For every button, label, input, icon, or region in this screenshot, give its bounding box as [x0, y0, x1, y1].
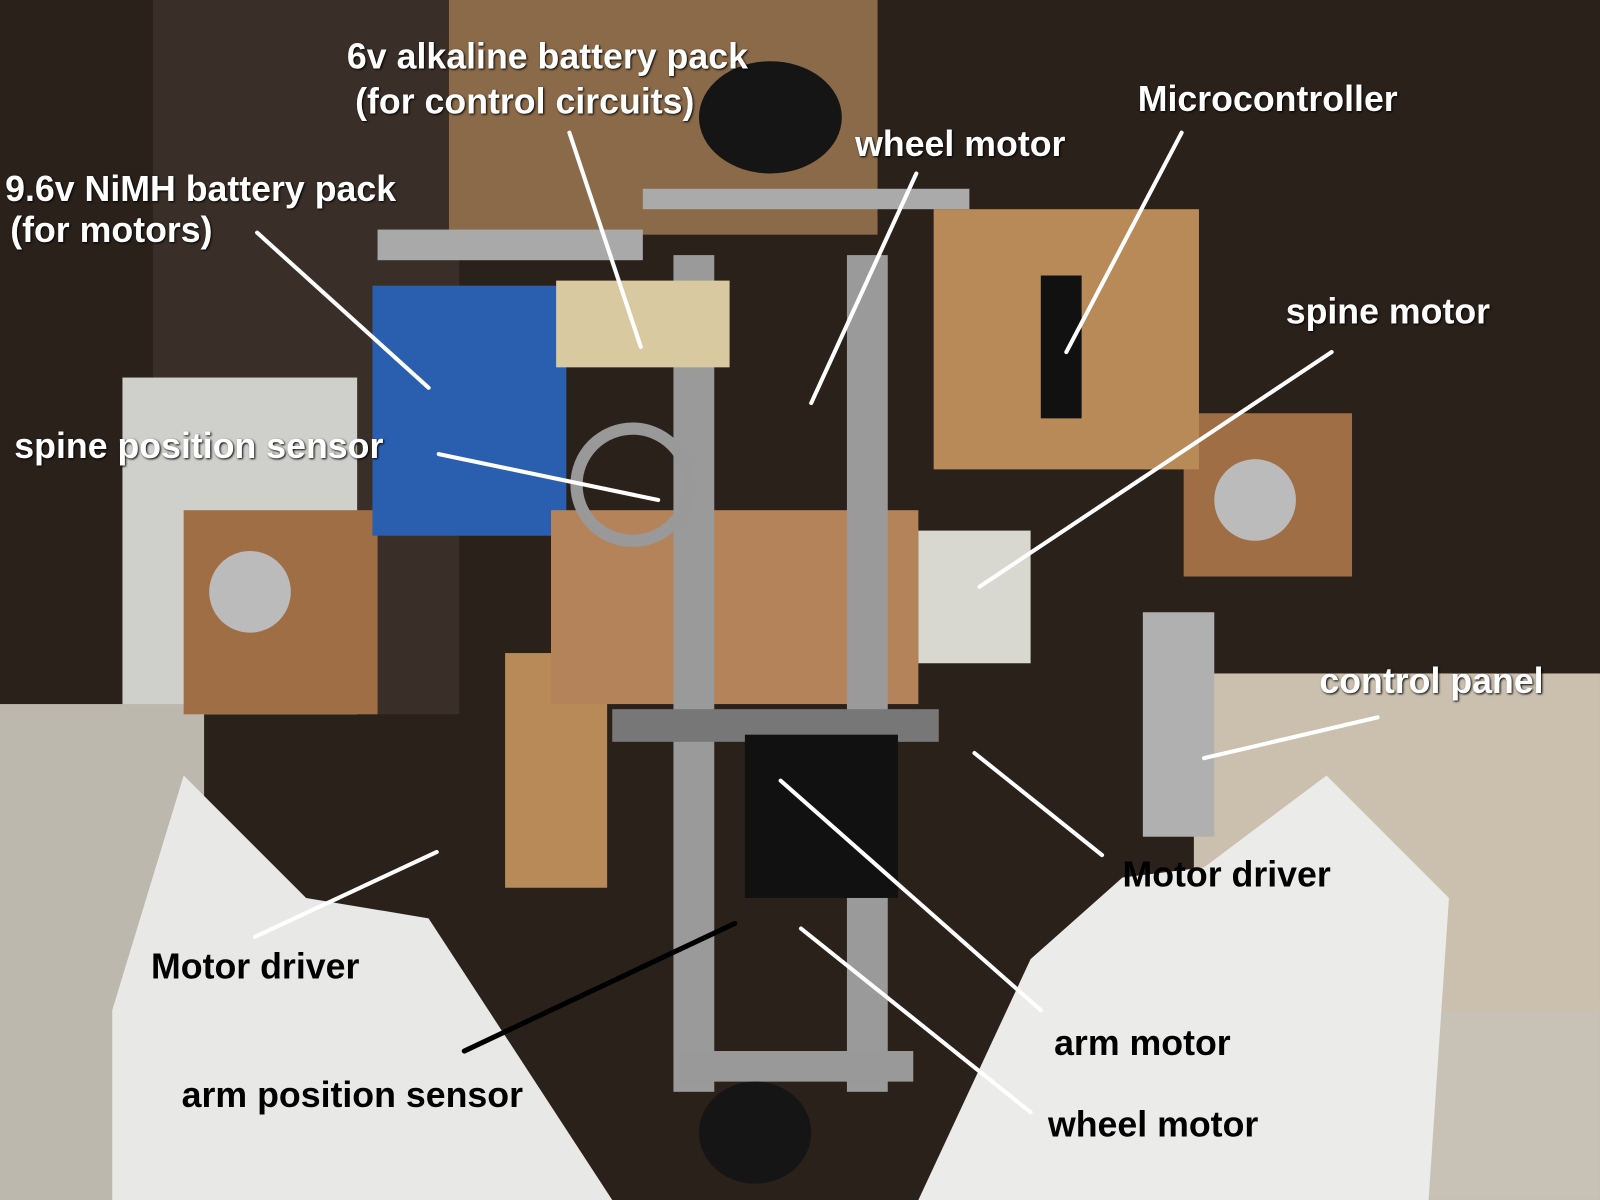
leader-battery-6v: [567, 130, 643, 349]
label-control-panel: control panel: [1319, 661, 1544, 702]
leader-spine-position-sensor: [436, 452, 661, 503]
leader-arm-position-sensor: [461, 920, 738, 1054]
label-microcontroller: Microcontroller: [1137, 79, 1398, 120]
control-panel-plate: [1142, 612, 1215, 837]
leader-battery-96v: [255, 230, 431, 390]
blue-plate: [372, 285, 567, 536]
leader-motor-driver-left: [253, 849, 439, 939]
leader-microcontroller: [1064, 130, 1184, 355]
frame-bar-left: [673, 255, 715, 1092]
leader-motor-driver-right: [972, 751, 1105, 858]
leader-wheel-motor-bottom: [798, 926, 1033, 1115]
label-wheel-motor-top: wheel motor: [855, 124, 1066, 165]
leader-control-panel: [1202, 715, 1380, 761]
leader-arm-motor: [778, 778, 1043, 1013]
label-wheel-motor-bottom: wheel motor: [1047, 1105, 1259, 1145]
wheel-top: [698, 61, 842, 174]
frame-bar-right: [846, 255, 888, 1092]
label-motor-driver-right: Motor driver: [1122, 855, 1331, 895]
label-battery-6v-sub: (for control circuits): [355, 81, 695, 122]
label-arm-motor: arm motor: [1054, 1023, 1231, 1064]
label-battery-96v: 9.6v NiMH battery pack: [5, 169, 397, 210]
label-battery-6v: 6v alkaline battery pack: [346, 36, 748, 77]
leader-spine-motor: [977, 349, 1334, 589]
leader-wheel-motor-top: [809, 171, 919, 406]
white-box-right: [918, 775, 1449, 1200]
white-box-left: [112, 775, 613, 1200]
wheel-bottom: [698, 1081, 812, 1184]
spine-motor-body: [918, 530, 1031, 664]
leader-lines: [253, 130, 1380, 1115]
label-spine-position-sensor: spine position sensor: [14, 426, 384, 467]
label-arm-position-sensor: arm position sensor: [181, 1075, 523, 1116]
label-spine-motor: spine motor: [1285, 291, 1491, 332]
label-motor-driver-left: Motor driver: [151, 946, 360, 987]
label-battery-96v-sub: (for motors): [10, 210, 213, 250]
